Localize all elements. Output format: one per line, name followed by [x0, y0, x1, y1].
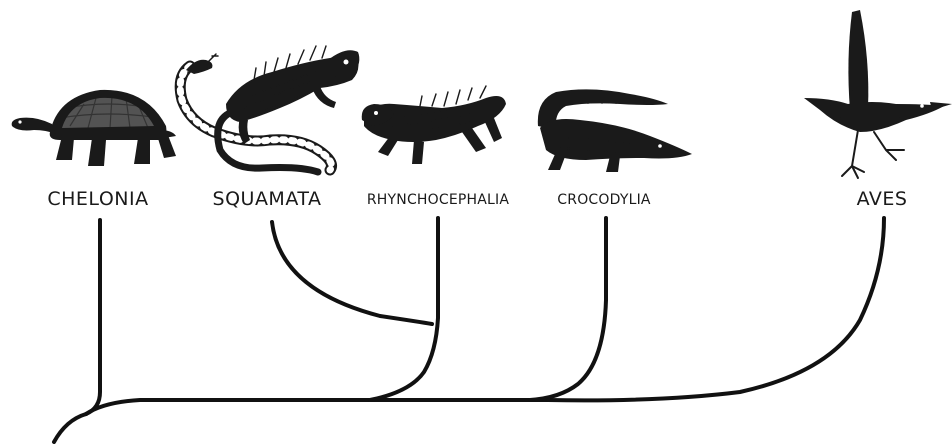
tortoise-illustration — [12, 90, 176, 166]
branch-main-spine — [86, 400, 548, 414]
tree-branches — [54, 218, 884, 442]
branch-aves — [548, 218, 884, 400]
taxon-label-squamata: SQUAMATA — [213, 188, 322, 210]
taxon-label-crocodylia: CROCODYLIA — [557, 192, 651, 208]
branch-squamata — [272, 222, 432, 324]
bird-illustration — [804, 10, 952, 178]
crocodile-illustration — [538, 89, 692, 172]
branch-crocodylia — [530, 218, 606, 400]
taxon-label-aves: AVES — [857, 188, 908, 210]
taxon-label-chelonia: CHELONIA — [47, 188, 148, 210]
taxon-label-rhynchocephalia: RHYNCHOCEPHALIA — [367, 192, 509, 208]
branch-root — [54, 414, 86, 442]
iguana-and-snake-illustration — [180, 46, 359, 172]
branch-chelonia — [86, 220, 100, 414]
tuatara-illustration — [362, 86, 506, 164]
branch-rhynchocephalia — [370, 218, 438, 400]
